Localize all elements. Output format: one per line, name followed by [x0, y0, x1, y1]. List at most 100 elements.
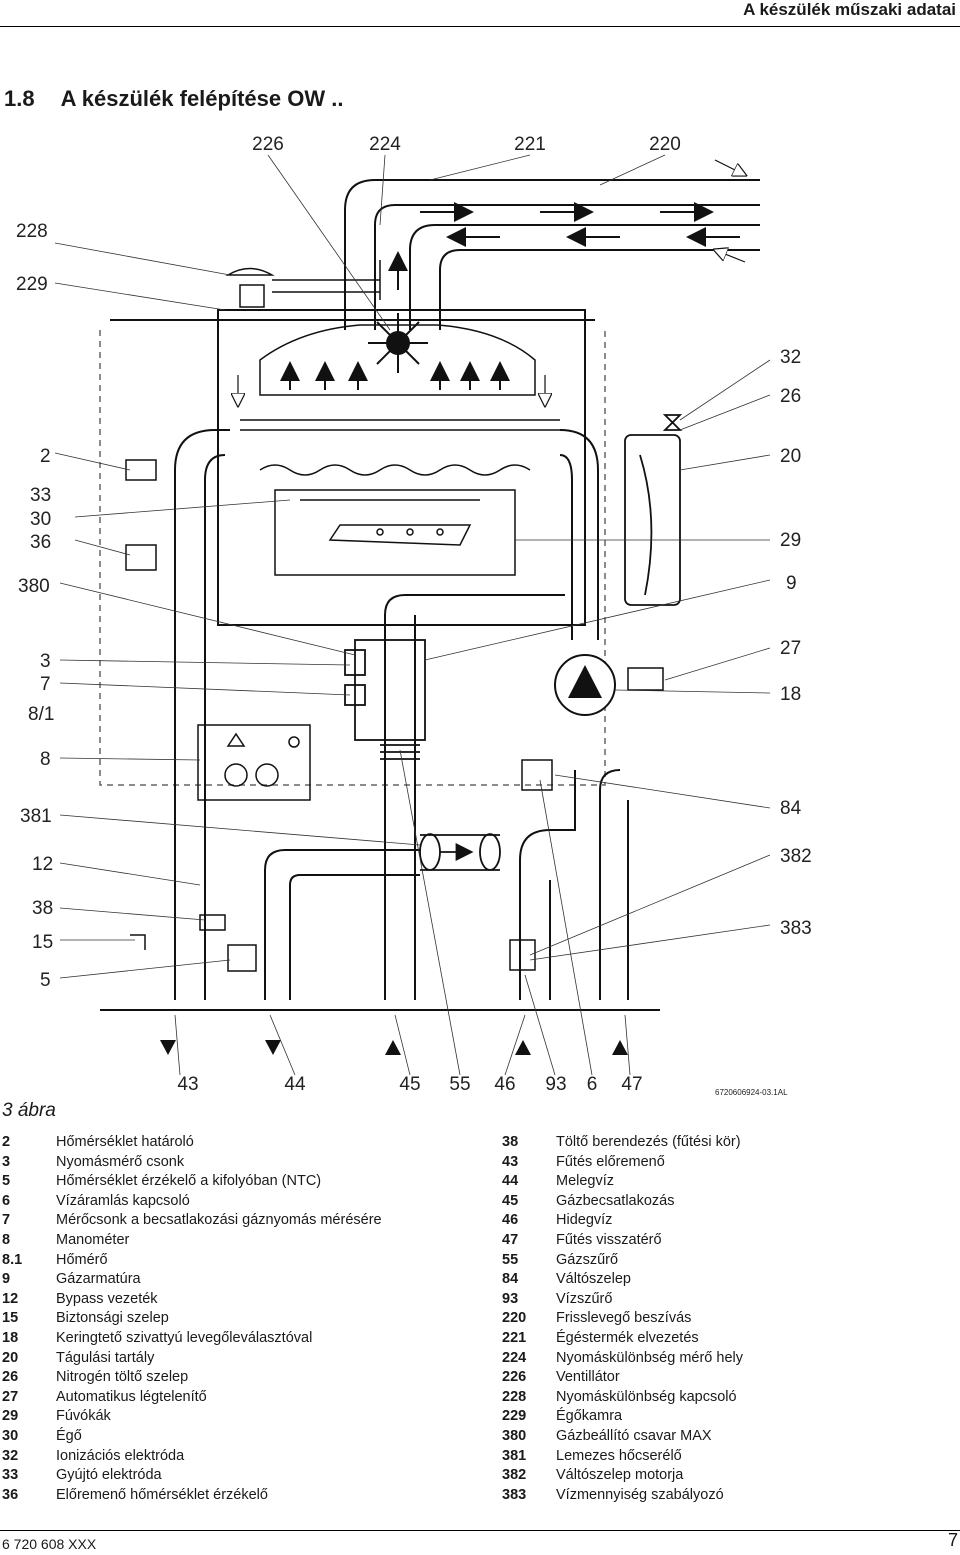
legend-number: 6: [2, 1192, 11, 1209]
legend-number: 380: [502, 1427, 527, 1444]
label-18: 18: [780, 684, 801, 705]
label-93: 93: [545, 1074, 566, 1095]
legend-number: 93: [502, 1290, 519, 1307]
label-45: 45: [399, 1074, 420, 1095]
label-229: 229: [16, 274, 48, 295]
label-7: 7: [40, 674, 51, 695]
legend-text: Váltószelep: [556, 1271, 631, 1288]
legend-number: 45: [502, 1192, 519, 1209]
legend-number: 46: [502, 1212, 519, 1229]
legend-number: 33: [2, 1467, 19, 1484]
header-rule: [0, 26, 960, 27]
legend-number: 38: [502, 1134, 519, 1150]
legend-text: Égőkamra: [556, 1408, 623, 1425]
figure-caption: 3 ábra: [2, 1100, 56, 1121]
legend-number: 29: [2, 1408, 19, 1425]
page-number: 7: [947, 1530, 958, 1550]
label-228: 228: [16, 221, 48, 242]
legend-number: 47: [502, 1231, 519, 1248]
expansion-vessel-20: [624, 414, 683, 606]
document-number: 6 720 608 XXX: [2, 1536, 97, 1552]
legend-number: 27: [2, 1388, 19, 1405]
legend-number: 30: [2, 1427, 19, 1444]
leader-lines: [54, 154, 771, 1076]
label-43: 43: [177, 1074, 198, 1095]
legend-text: Égéstermék elvezetés: [556, 1329, 699, 1346]
valves-bottom: [125, 459, 553, 972]
legend-item: 27 Automatikus légtelenítő: [2, 1388, 462, 1408]
callout-labels: 226 224 221 220: [252, 134, 681, 155]
legend-number: 382: [502, 1467, 527, 1484]
label-20: 20: [780, 446, 801, 467]
legend-text: Váltószelep motorja: [556, 1467, 684, 1484]
label-15: 15: [32, 932, 53, 953]
callout-labels-right: 32 26 20 29 9 27 18 84 382 383: [780, 347, 812, 939]
heat-exchanger: [240, 419, 560, 576]
legend-text: Ionizációs elektróda: [56, 1447, 185, 1464]
legend-number: 5: [2, 1173, 11, 1190]
legend-number: 8: [2, 1231, 11, 1248]
section-number: 1.8: [4, 86, 35, 111]
label-55: 55: [449, 1074, 470, 1095]
legend-text: Hőmérséklet érzékelő a kifolyóban (NTC): [56, 1173, 322, 1190]
label-220: 220: [649, 134, 681, 155]
label-2: 2: [40, 446, 51, 467]
legend-text: Égő: [56, 1427, 82, 1444]
chapter-title: A készülék műszaki adatai: [743, 0, 956, 19]
legend-text: Mérőcsonk a becsatlakozási gáznyomás mér…: [56, 1212, 382, 1229]
label-12: 12: [32, 854, 53, 875]
label-36: 36: [30, 532, 51, 553]
legend-text: Lemezes hőcserélő: [556, 1447, 682, 1464]
legend-item: 30 Égő: [2, 1427, 462, 1447]
legend-text: Tágulási tartály: [56, 1349, 155, 1366]
legend-text: Gázbeállító csavar MAX: [556, 1427, 712, 1444]
label-224: 224: [369, 134, 401, 155]
legend-number: 8.1: [2, 1251, 23, 1268]
fan-226: [259, 313, 536, 396]
pressure-switch-228: [225, 260, 381, 308]
legend-text: Hidegvíz: [556, 1212, 613, 1229]
legend-text: Nyomáskülönbség kapcsoló: [556, 1388, 737, 1405]
legend-text: Automatikus légtelenítő: [56, 1388, 207, 1405]
appliance-housing: [99, 309, 606, 786]
label-383: 383: [780, 918, 812, 939]
legend-number: 226: [502, 1369, 527, 1386]
legend-number: 381: [502, 1447, 527, 1464]
label-26: 26: [780, 386, 801, 407]
section-heading: 1.8 A készülék felépítése OW ..: [4, 86, 343, 112]
drawing-code: 6720606924-03.1AL: [715, 1088, 788, 1097]
label-8: 8: [40, 749, 51, 770]
legend-number: 44: [502, 1173, 519, 1190]
label-382: 382: [780, 846, 812, 867]
legend-text: Keringtető szivattyú levegőleválasztóval: [56, 1329, 313, 1346]
legend-text: Bypass vezeték: [56, 1290, 158, 1307]
label-9: 9: [786, 573, 797, 594]
section-title: A készülék felépítése OW ..: [60, 86, 344, 111]
control-panel: [197, 724, 311, 801]
label-5: 5: [40, 970, 51, 991]
legend-text: Biztonsági szelep: [56, 1310, 169, 1327]
legend-number: 7: [2, 1212, 11, 1229]
plate-heat-exchanger-381: [419, 833, 501, 871]
hydraulic-pipes: [100, 429, 660, 1011]
